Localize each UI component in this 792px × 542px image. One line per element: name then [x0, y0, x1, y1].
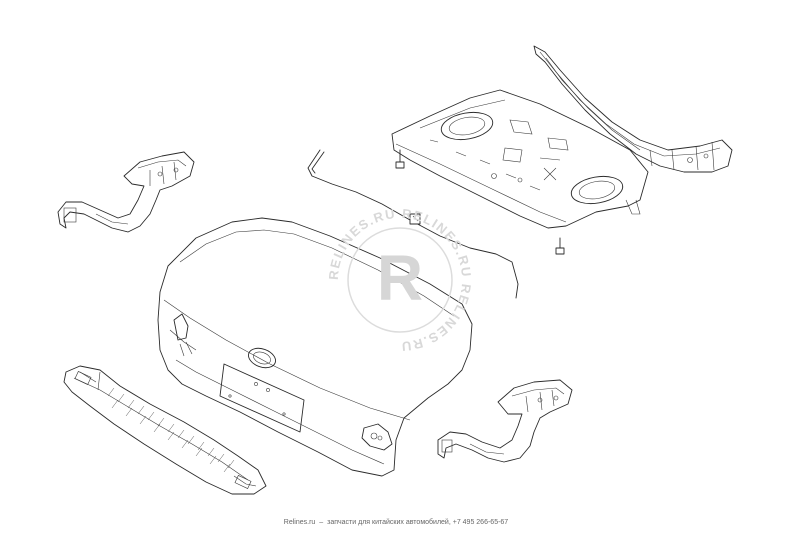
rear-side-rail-bracket — [533, 45, 733, 173]
footer-site-link[interactable]: Relines.ru — [283, 519, 316, 526]
shelf-fasteners — [395, 149, 565, 255]
watermark-letter: R — [377, 242, 423, 314]
footer-caption: Relines.ru – запчасти для китайских авто… — [0, 519, 792, 526]
footer-separator: – — [319, 519, 324, 526]
relines-watermark: RELINES.RU RELINES.RU RELINES.RU R — [326, 206, 473, 354]
watermark-ring — [347, 227, 453, 333]
footer-tagline: запчасти для китайских автомобилей, — [327, 519, 451, 526]
trunk-lid — [157, 217, 473, 477]
rear-parcel-shelf-panel — [391, 89, 649, 229]
left-trunk-hinge — [57, 151, 195, 233]
rear-bumper-absorber — [63, 365, 267, 495]
footer-phone: +7 495 266-65-67 — [452, 519, 509, 526]
right-trunk-hinge — [437, 379, 573, 463]
trunk-release-cable — [307, 149, 519, 299]
